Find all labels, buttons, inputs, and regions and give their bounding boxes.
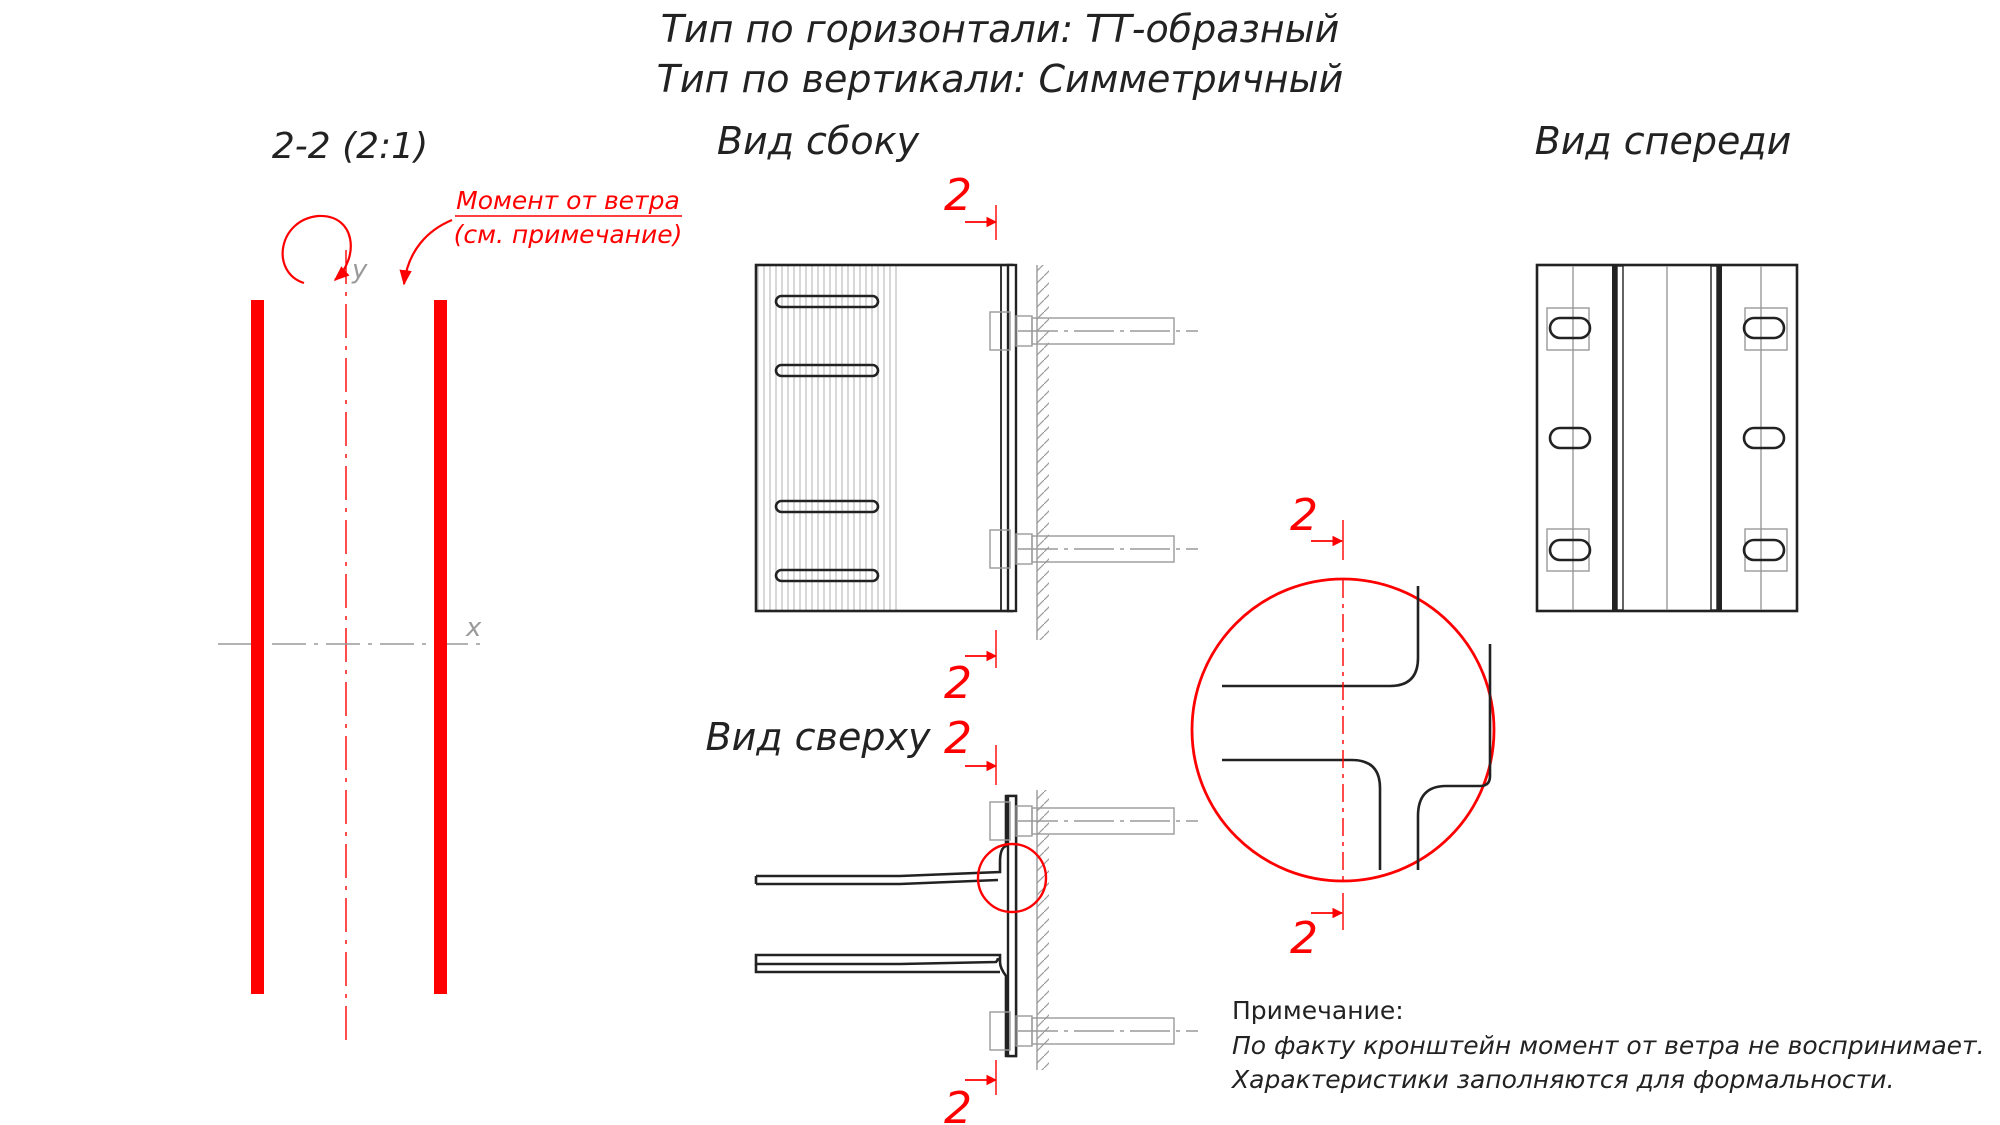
- y-axis-label: y: [351, 255, 368, 285]
- detail-view: 2 2: [1190, 490, 1496, 964]
- section-plate-left: [251, 300, 264, 994]
- front-washer-tr: [1744, 307, 1788, 351]
- top-wall-hatch: [1037, 790, 1049, 1070]
- front-view-title: Вид спереди: [1535, 119, 1792, 163]
- note-line-2: Характеристики заполняются для формально…: [1230, 1065, 1894, 1094]
- front-view: Вид спереди: [1535, 119, 1799, 613]
- top-anchor-lower: [989, 1011, 1198, 1051]
- note-title: Примечание:: [1232, 996, 1404, 1025]
- front-slot-mr: [1742, 426, 1786, 450]
- top-bracket-left-outline: [754, 794, 1018, 1058]
- detail-section-mark-top: 2: [1290, 490, 1318, 541]
- front-web-right-inner: [1710, 265, 1718, 611]
- top-flange-upper-inner: [756, 878, 999, 886]
- detail-flange-upper: [1222, 586, 1420, 688]
- side-section-mark-top: 2: [944, 170, 972, 221]
- side-section-mark-bottom: 2: [944, 658, 972, 709]
- top-section-mark-bottom: 2: [944, 1083, 972, 1125]
- note-line-1: По факту кронштейн момент от ветра не во…: [1232, 1031, 1985, 1060]
- side-wall-hatch: [1037, 265, 1049, 640]
- front-slot-ml: [1548, 426, 1592, 450]
- side-slot-4: [774, 568, 880, 583]
- front-bracket-body: [1535, 263, 1799, 613]
- front-web-left-inner: [1616, 265, 1624, 611]
- top-section-mark-top: 2: [944, 713, 972, 764]
- front-slot-tr: [1742, 316, 1786, 340]
- side-base-plate: [1006, 263, 1018, 613]
- side-slot-3: [774, 499, 880, 514]
- front-slot-br: [1742, 538, 1786, 562]
- detail-circle: [1190, 577, 1496, 883]
- top-flange-lower-inner: [754, 964, 1000, 974]
- moment-arrow-left: [281, 214, 352, 285]
- front-web-right: [1717, 266, 1722, 610]
- section-title: 2-2 (2:1): [272, 126, 428, 167]
- front-washer-tl: [1546, 307, 1590, 351]
- front-slot-tl: [1548, 316, 1592, 340]
- detail-section-mark-bottom: 2: [1290, 913, 1318, 964]
- side-slot-2: [774, 363, 880, 378]
- section-2-2: 2-2 (2:1) y x Момент от ветра (см. приме…: [218, 126, 682, 1040]
- wind-moment-note-ref: (см. примечание): [454, 220, 683, 249]
- top-view-title: Вид сверху: [706, 715, 931, 759]
- side-view-title: Вид сбоку: [717, 119, 920, 163]
- section-plate-right: [434, 300, 447, 994]
- vertical-type-title: Тип по вертикали: Симметричный: [657, 57, 1344, 101]
- side-hatch: [757, 266, 899, 610]
- front-washer-br: [1744, 528, 1788, 572]
- moment-arrow-right: [399, 218, 453, 286]
- detail-flange-lower: [1222, 758, 1382, 870]
- front-slot-bl: [1548, 538, 1592, 562]
- wind-moment-label: Момент от ветра: [456, 186, 680, 215]
- top-base-plate: [1006, 794, 1018, 1058]
- top-detail-circle: [976, 842, 1048, 914]
- side-anchor-top: [989, 311, 1198, 351]
- side-slot-1: [774, 294, 880, 309]
- horizontal-type-title: Тип по горизонтали: ТТ-образный: [661, 7, 1340, 51]
- x-axis-label: x: [465, 613, 482, 643]
- detail-plate-edge: [1416, 644, 1492, 870]
- side-anchor-bottom: [989, 529, 1198, 569]
- side-view: Вид сбоку 2 2: [717, 119, 1198, 709]
- top-view: Вид сверху 2 2: [706, 713, 1198, 1125]
- front-washer-bl: [1546, 528, 1590, 572]
- note-block: Примечание: По факту кронштейн момент от…: [1230, 996, 1985, 1094]
- top-anchor-upper: [989, 801, 1198, 841]
- front-web-left: [1612, 266, 1617, 610]
